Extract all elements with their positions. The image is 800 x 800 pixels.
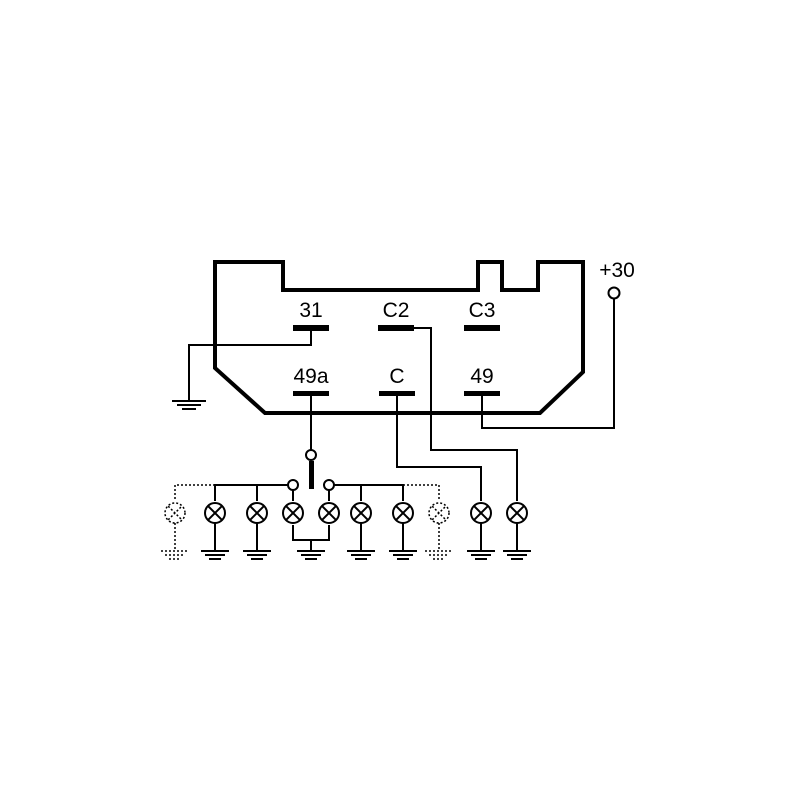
wire-31-ground <box>188 331 312 401</box>
switch-pivot-contact <box>305 449 317 461</box>
ground-symbol <box>347 550 375 560</box>
terminal-31-label: 31 <box>299 299 322 322</box>
lamp-9 <box>470 502 492 551</box>
lamp-1-optional <box>164 502 186 551</box>
ground-symbol <box>201 550 229 560</box>
lamp-2 <box>204 502 226 551</box>
ground-symbol <box>243 550 271 560</box>
lamp-8-optional <box>428 502 450 551</box>
wire-c-indicator <box>396 396 482 501</box>
terminal-c-label: C <box>389 365 404 388</box>
lamp-4 <box>282 502 304 524</box>
terminal-49a-blade <box>293 391 329 396</box>
terminal-c2-label: C2 <box>383 299 410 322</box>
terminal-31-blade <box>293 325 329 331</box>
lamp-7 <box>392 502 414 551</box>
terminal-c3-label: C3 <box>469 299 496 322</box>
ground-symbol <box>425 550 453 560</box>
wire-plus30-49 <box>481 299 615 429</box>
turn-signal-switch-lever <box>309 461 314 489</box>
supply-plus30-label: +30 <box>599 259 635 282</box>
relay-housing <box>213 260 585 415</box>
ground-symbol <box>161 550 189 560</box>
left-optional-lamp-bus <box>174 484 215 501</box>
ground-symbol <box>467 550 495 560</box>
ground-symbol <box>172 400 206 410</box>
supply-plus30-terminal <box>607 286 621 300</box>
terminal-49a-label: 49a <box>293 365 328 388</box>
front-lamps-common-ground <box>292 525 330 551</box>
terminal-c-blade <box>379 391 415 396</box>
lamp-5 <box>318 502 340 524</box>
terminal-c3-blade <box>464 325 500 331</box>
right-lamp-bus <box>334 484 404 501</box>
terminal-49-blade <box>464 391 500 396</box>
left-lamp-bus <box>214 484 288 501</box>
ground-symbol <box>389 550 417 560</box>
lamp-10 <box>506 502 528 551</box>
ground-symbol <box>297 550 325 560</box>
ground-symbol <box>503 550 531 560</box>
switch-left-contact <box>287 479 299 491</box>
lamp-6 <box>350 502 372 551</box>
switch-right-contact <box>323 479 335 491</box>
right-optional-lamp-bus <box>403 484 440 501</box>
terminal-c2-blade <box>378 325 414 331</box>
wire-c2-indicator <box>414 327 518 501</box>
terminal-49-label: 49 <box>470 365 493 388</box>
lamp-3 <box>246 502 268 551</box>
